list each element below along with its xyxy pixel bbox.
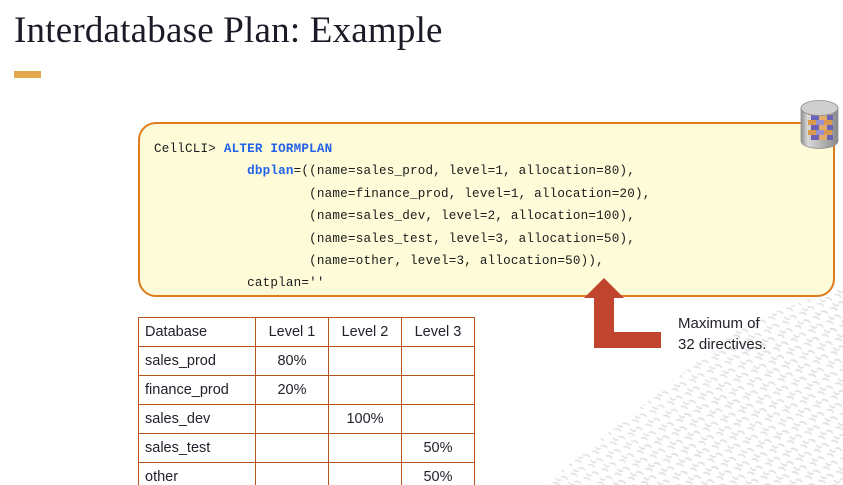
code-line-1: (name=finance_prod, level=1, allocation=… — [154, 186, 651, 201]
cell-database: sales_prod — [138, 346, 256, 376]
table-header-row: Database Level 1 Level 2 Level 3 — [138, 317, 475, 347]
database-cylinder-icon — [800, 100, 839, 149]
code-text: CellCLI> ALTER IORMPLAN dbplan=((name=sa… — [154, 138, 650, 295]
code-line-2: (name=sales_dev, level=2, allocation=100… — [154, 209, 635, 224]
cell-level-2 — [328, 433, 402, 463]
cell-level-2 — [328, 462, 402, 485]
cell-level-1: 20% — [255, 375, 329, 405]
cell-level-3: 50% — [401, 433, 475, 463]
cell-database: sales_test — [138, 433, 256, 463]
cell-level-1 — [255, 433, 329, 463]
cell-level-2 — [328, 346, 402, 376]
callout-arrow-icon — [584, 278, 661, 348]
cell-level-3 — [401, 375, 475, 405]
table-row: other 50% — [138, 462, 475, 485]
code-line-3: (name=sales_test, level=3, allocation=50… — [154, 231, 635, 246]
cell-level-3 — [401, 346, 475, 376]
table-row: sales_test 50% — [138, 433, 475, 463]
column-header-database: Database — [138, 317, 256, 347]
cell-level-2: 100% — [328, 404, 402, 434]
table-row: sales_dev 100% — [138, 404, 475, 434]
table-row: sales_prod 80% — [138, 346, 475, 376]
code-keyword-dbplan: dbplan — [154, 164, 294, 179]
code-line-5: catplan='' — [154, 276, 325, 291]
code-keyword: ALTER IORMPLAN — [223, 142, 333, 156]
code-line-0: =((name=sales_prod, level=1, allocation=… — [293, 164, 635, 179]
cell-level-1 — [255, 404, 329, 434]
cell-level-3 — [401, 404, 475, 434]
code-prompt: CellCLI> — [154, 142, 217, 156]
cell-database: finance_prod — [138, 375, 256, 405]
cell-level-1: 80% — [255, 346, 329, 376]
cell-level-1 — [255, 462, 329, 485]
iorm-plan-table: Database Level 1 Level 2 Level 3 sales_p… — [138, 317, 475, 485]
arrow-caption: Maximum of 32 directives. — [678, 315, 767, 353]
cell-database: other — [138, 462, 256, 485]
column-header-level-1: Level 1 — [255, 317, 329, 347]
title-accent-bar — [14, 71, 41, 78]
cell-database: sales_dev — [138, 404, 256, 434]
code-line-4: (name=other, level=3, allocation=50)), — [154, 254, 604, 269]
page-title: Interdatabase Plan: Example — [14, 10, 443, 51]
column-header-level-2: Level 2 — [328, 317, 402, 347]
cell-level-2 — [328, 375, 402, 405]
code-block: CellCLI> ALTER IORMPLAN dbplan=((name=sa… — [138, 122, 835, 297]
cell-level-3: 50% — [401, 462, 475, 485]
column-header-level-3: Level 3 — [401, 317, 475, 347]
table-row: finance_prod 20% — [138, 375, 475, 405]
